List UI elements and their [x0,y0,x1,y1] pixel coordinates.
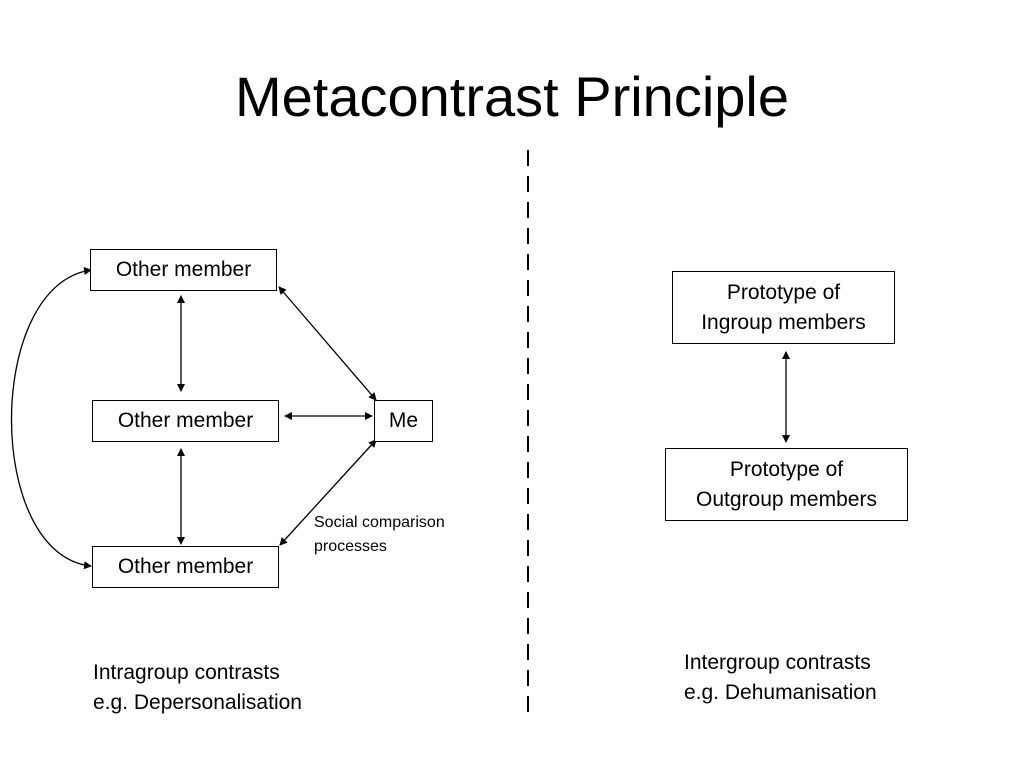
caption-intragroup-line2: e.g. Depersonalisation [93,691,302,714]
arrow-top-to-bottom-curve [10,267,92,570]
node-other-member-top-label: Other member [115,258,252,281]
node-other-member-bottom-label: Other member [117,555,254,578]
caption-intergroup: Intergroup contrasts e.g. Dehumanisation [684,648,877,708]
node-prototype-outgroup: Prototype of Outgroup members [665,448,908,521]
node-other-member-middle-label: Other member [117,409,254,432]
caption-intergroup-line1: Intergroup contrasts [684,651,871,674]
node-prototype-ingroup: Prototype of Ingroup members [672,271,895,344]
node-me: Me [374,400,433,442]
caption-intragroup: Intragroup contrasts e.g. Depersonalisat… [93,658,302,718]
node-me-label: Me [388,409,419,432]
node-prototype-outgroup-line2: Outgroup members [696,487,877,511]
edge-label-line2: processes [314,538,387,555]
node-prototype-outgroup-line1: Prototype of [729,457,844,481]
caption-intragroup-line1: Intragroup contrasts [93,661,280,684]
edge-label-line1: Social comparison [314,514,445,531]
node-prototype-ingroup-line2: Ingroup members [701,310,866,334]
node-other-member-top: Other member [90,249,277,291]
node-other-member-middle: Other member [92,400,279,442]
arrow-bottom-to-me [279,439,377,546]
slide-title: Metacontrast Principle [234,65,789,128]
node-other-member-bottom: Other member [92,546,279,588]
node-prototype-ingroup-line1: Prototype of [726,280,841,304]
arrow-top-to-me [278,286,377,401]
caption-intergroup-line2: e.g. Dehumanisation [684,681,877,704]
edge-label-social-comparison: Social comparison processes [314,511,445,559]
